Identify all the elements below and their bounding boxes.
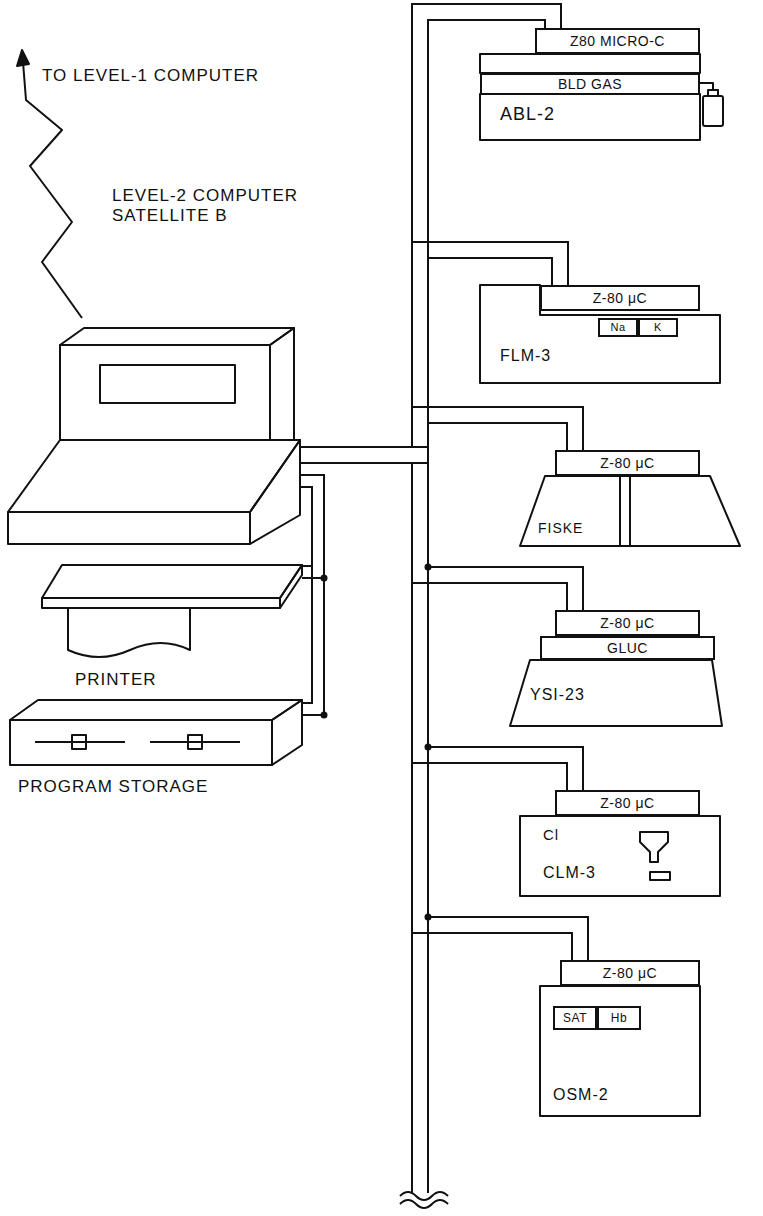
device-label: PROGRAM STORAGE [18, 777, 208, 797]
wire-line [300, 407, 583, 450]
box-label: Z-80 μC [600, 796, 654, 810]
channel-box: SAT [553, 1006, 597, 1030]
bus-connector [300, 447, 583, 790]
instrument-name: ABL-2 [500, 104, 555, 125]
radio-link-zigzag [23, 62, 82, 318]
bus-connector [300, 242, 568, 463]
junction-dot [425, 914, 432, 921]
instrument: OSM-2 Z-80 μC SAT Hb [538, 960, 703, 1120]
wire-line [300, 463, 572, 960]
microcomputer-box: Z-80 μC [555, 450, 700, 476]
terminal-drawing [8, 328, 300, 544]
instrument-name: YSI-23 [530, 686, 585, 704]
bus-connector [300, 447, 588, 960]
wire-line [300, 242, 568, 447]
computer-terminal: LEVEL-2 COMPUTER SATELLITE B [6, 178, 300, 548]
radio-link-arrowhead [17, 50, 29, 66]
osmometer-drawing [520, 476, 740, 546]
bus-connector [300, 407, 583, 463]
flame-photometer-drawing [480, 285, 720, 383]
storage-drawing [10, 700, 302, 765]
channel-box: K [638, 318, 678, 337]
microcomputer-box: Z-80 μC [555, 610, 700, 636]
printer-drawing [42, 565, 302, 657]
box-label: BLD GAS [558, 77, 622, 91]
wire-line [300, 4, 561, 447]
box-label: GLUC [607, 641, 648, 655]
chloride-meter-drawing [520, 816, 720, 896]
microcomputer-box: Z-80 μC [555, 790, 700, 816]
wire-line [300, 487, 312, 566]
device-label: PRINTER [75, 670, 157, 690]
program-storage: PROGRAM STORAGE [8, 695, 302, 805]
box-label: SAT [563, 1012, 587, 1024]
instrument-name: FLM-3 [500, 347, 551, 365]
wire-line [300, 487, 312, 703]
wire-line [300, 447, 588, 960]
box-label: Z-80 μC [593, 291, 647, 305]
microcomputer-box: Z-80 μC [560, 960, 700, 986]
box-label: Hb [611, 1012, 627, 1024]
bus-connector [300, 447, 583, 610]
wire-line [300, 463, 567, 790]
box-label: Z80 MICRO-C [570, 34, 665, 48]
instrument-name: CLM-3 [543, 864, 596, 882]
module-band: BLD GAS [480, 73, 700, 95]
glucose-analyzer-drawing [510, 660, 722, 726]
box-label: K [654, 322, 662, 333]
wire-line [300, 475, 324, 715]
wire-line [300, 258, 552, 463]
wire-line [300, 423, 567, 463]
wire-line [300, 447, 583, 610]
channel-box: Hb [597, 1006, 641, 1030]
blood-gas-analyzer-drawing [480, 54, 723, 140]
box-label: Z-80 μC [600, 456, 654, 470]
box-label: Z-80 μC [600, 616, 654, 630]
printer: PRINTER [40, 560, 302, 692]
wire-line [300, 463, 567, 610]
link-label: TO LEVEL-1 COMPUTER [42, 66, 259, 86]
instrument-name: OSM-2 [553, 1086, 609, 1104]
instrument: FLM-3 Z-80 μC Na K [478, 285, 723, 385]
instrument: ClCLM-3 Z-80 μC [518, 790, 723, 900]
oximeter-drawing [540, 986, 700, 1116]
junction-dot [321, 712, 328, 719]
box-label: Na [610, 322, 625, 333]
instrument-name: Cl [543, 826, 559, 843]
microcomputer-box: Z-80 μC [540, 285, 700, 311]
box-label: Z-80 μC [603, 966, 657, 980]
bus-connector [300, 475, 328, 719]
computer-heading: LEVEL-2 COMPUTER SATELLITE B [112, 186, 312, 225]
channel-box: Na [598, 318, 638, 337]
instrument: FISKE Z-80 μC [518, 450, 743, 550]
wire-line [300, 447, 583, 790]
bus-continuation [400, 917, 448, 1208]
instrument: ABL-2 Z80 MICRO-C BLD GAS [478, 28, 726, 143]
instrument: YSI-23 Z-80 μC GLUC [508, 610, 723, 728]
microcomputer-box: Z80 MICRO-C [535, 28, 700, 54]
module-band: GLUC [540, 636, 715, 660]
instrument-name: FISKE [538, 520, 583, 536]
